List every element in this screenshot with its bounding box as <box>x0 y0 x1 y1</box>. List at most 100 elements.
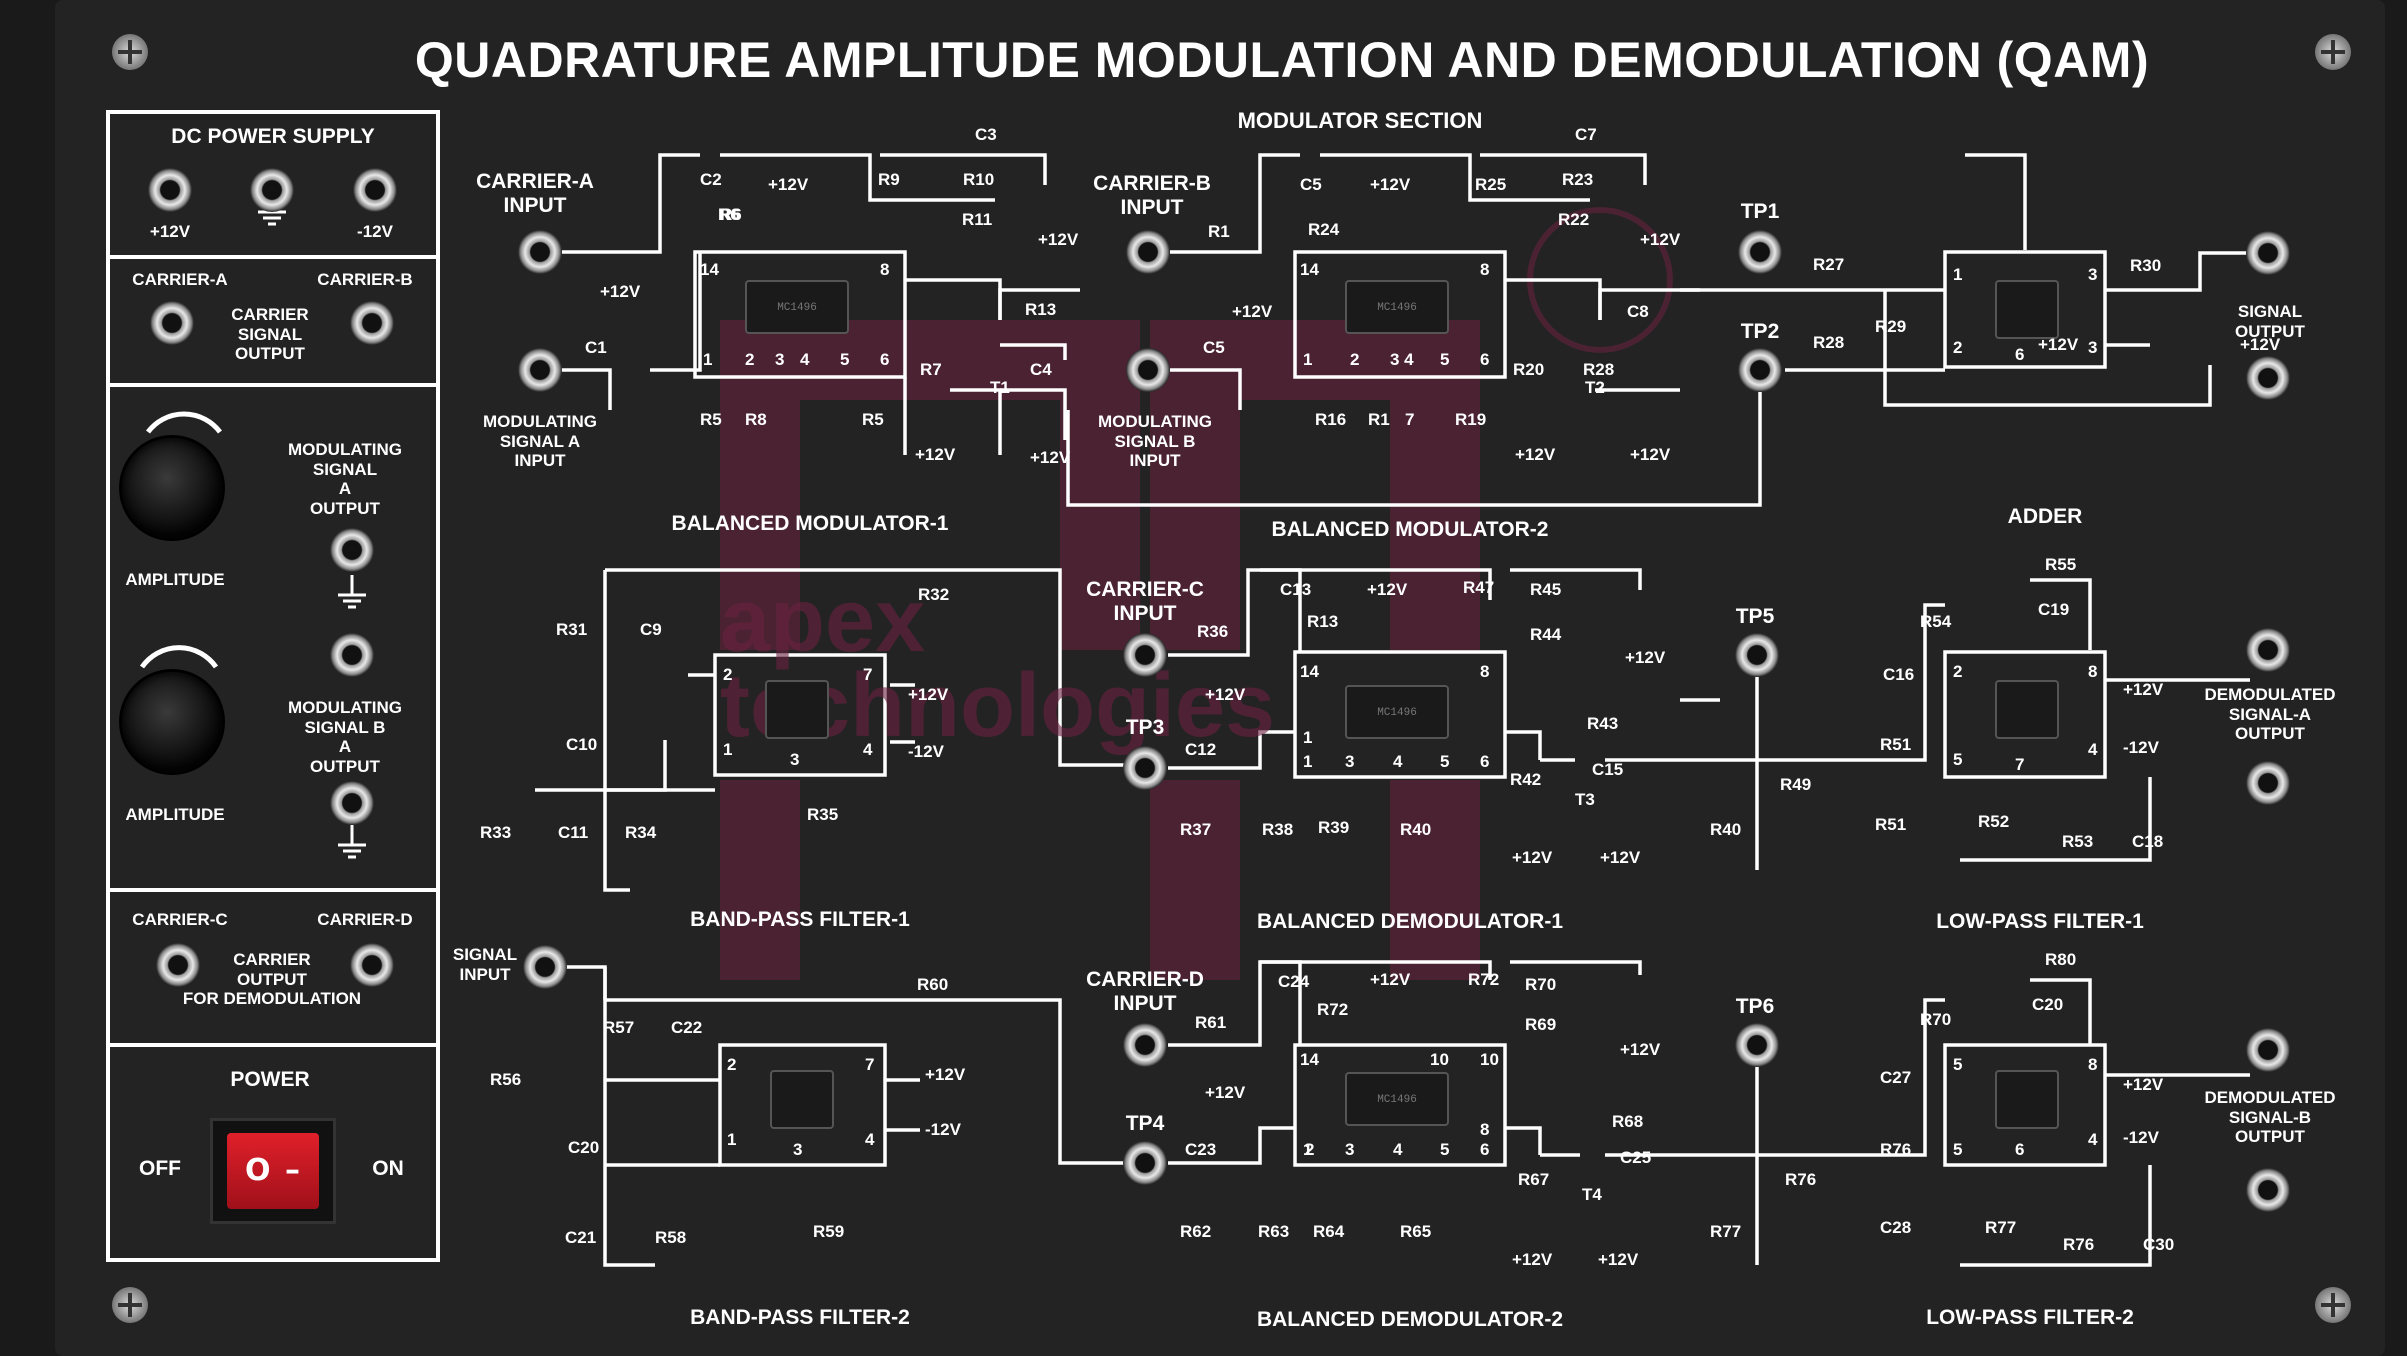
pin-number-bm1: 4 <box>800 350 810 369</box>
tp2-socket[interactable] <box>1738 348 1782 392</box>
carrier-d-input-socket[interactable] <box>1123 1023 1167 1067</box>
carrier-a-output-socket[interactable] <box>150 301 194 345</box>
circuit-trace <box>1260 960 1492 980</box>
modulating-b-output-label: MODULATING SIGNAL B A OUTPUT <box>288 698 402 776</box>
pin-number-lpf2: 6 <box>2015 1140 2025 1159</box>
demod-a-output-socket[interactable] <box>2246 628 2290 672</box>
power-switch[interactable]: O – <box>210 1118 336 1224</box>
power-rocker[interactable]: O – <box>227 1133 319 1209</box>
ic-bm2-marking: MC1496 <box>1377 302 1417 314</box>
carrier-b-input-socket[interactable] <box>1126 230 1170 274</box>
demod-b-output-socket[interactable] <box>2246 1028 2290 1072</box>
demod-b-ground-socket[interactable] <box>2246 1168 2290 1212</box>
circuit-trace <box>1505 730 1542 760</box>
component-label: C20 <box>568 1138 600 1157</box>
signal-input-socket[interactable] <box>523 945 567 989</box>
circuit-trace <box>1960 1165 2152 1267</box>
circuit-trace <box>1883 290 2212 407</box>
circuit-trace <box>540 368 612 410</box>
component-label: R77 <box>1710 1222 1742 1241</box>
circuit-trace <box>1000 388 1067 440</box>
power-title: POWER <box>230 1068 310 1091</box>
component-label: R20 <box>1513 360 1545 379</box>
power-on-symbol: – <box>285 1153 300 1188</box>
ground-socket[interactable] <box>250 168 294 212</box>
pin-number-bpf2: 2 <box>727 1055 737 1074</box>
component-label: R11 <box>962 210 993 229</box>
carrier-b-label: CARRIER-B <box>317 270 413 289</box>
component-label: R67 <box>1518 1170 1550 1189</box>
pin-number-bd1: 1 <box>1303 752 1313 771</box>
tp3-socket[interactable] <box>1123 746 1167 790</box>
component-label: R76 <box>1880 1140 1912 1159</box>
tp1-socket[interactable] <box>1738 230 1782 274</box>
component-label: R40 <box>1400 820 1432 839</box>
amplitude-b-label: AMPLITUDE <box>125 805 225 824</box>
pin-number-bd2: 10 <box>1480 1050 1499 1069</box>
ic-bd1: MC1496 <box>1345 685 1449 739</box>
component-label: +12V <box>2038 335 2079 354</box>
tp6-socket[interactable] <box>1735 1023 1779 1067</box>
carrier-demod-output-label: CARRIER OUTPUT FOR DEMODULATION <box>182 950 362 1009</box>
component-label: R43 <box>1587 714 1619 733</box>
component-label: R40 <box>1710 820 1742 839</box>
component-label: +12V <box>1205 685 1246 704</box>
component-label: R28 <box>1583 360 1615 379</box>
tp5-socket[interactable] <box>1735 633 1779 677</box>
carrier-b-output-socket[interactable] <box>350 301 394 345</box>
screw-icon <box>112 1287 148 1323</box>
signal-output-label: SIGNAL OUTPUT <box>2235 302 2305 341</box>
demod-a-ground-socket[interactable] <box>2246 761 2290 805</box>
band-pass-filter-2-label: BAND-PASS FILTER-2 <box>690 1306 910 1329</box>
component-label: C15 <box>1592 760 1624 779</box>
component-label: R5 <box>700 410 722 429</box>
pin-number-bm1: 6 <box>880 350 890 369</box>
modulating-b-input-socket[interactable] <box>1126 348 1170 392</box>
carrier-a-input-socket[interactable] <box>518 230 562 274</box>
component-label: +12V <box>2240 335 2281 354</box>
component-label: +12V <box>1598 1250 1639 1269</box>
modulating-b-output-socket[interactable] <box>330 781 374 825</box>
carrier-d-output-socket[interactable] <box>350 943 394 987</box>
signal-output-socket[interactable] <box>2246 231 2290 275</box>
pin-number-lpf1: 4 <box>2088 740 2098 759</box>
component-label: T4 <box>1582 1185 1602 1204</box>
component-label: +12V <box>1367 580 1408 599</box>
demod-a-output-label: DEMODULATED SIGNAL-A OUTPUT <box>2204 685 2336 744</box>
circuit-trace <box>1260 568 1492 600</box>
pin-number-bd1: 8 <box>1480 662 1490 681</box>
component-label: R34 <box>625 823 657 842</box>
pin-number-bd1: 5 <box>1440 752 1450 771</box>
amplitude-a-knob[interactable] <box>122 438 222 538</box>
pin-number-bm2: 6 <box>1480 350 1490 369</box>
signal-input-label: SIGNAL INPUT <box>452 945 518 984</box>
signal-output-ground-socket[interactable] <box>2246 356 2290 400</box>
circuit-trace <box>2105 251 2250 292</box>
modulating-a-input-socket[interactable] <box>518 348 562 392</box>
component-label: R35 <box>807 805 839 824</box>
pin-number-adder: 1 <box>1953 265 1963 284</box>
component-label: +12V <box>2123 680 2164 699</box>
carrier-c-output-socket[interactable] <box>156 943 200 987</box>
carrier-c-input-socket[interactable] <box>1123 633 1167 677</box>
component-label: -12V <box>2123 738 2159 757</box>
tp4-socket[interactable] <box>1123 1141 1167 1185</box>
component-label: R61 <box>1195 1013 1227 1032</box>
tp2-label: TP2 <box>1740 320 1780 343</box>
minus12v-socket[interactable] <box>353 168 397 212</box>
component-label: R58 <box>655 1228 687 1247</box>
component-label: R38 <box>1262 820 1294 839</box>
plus12v-label: +12V <box>149 222 191 241</box>
modulating-a-output-socket[interactable] <box>330 528 374 572</box>
modulating-b-aux-socket[interactable] <box>330 633 374 677</box>
circuit-trace <box>1168 568 1302 657</box>
pin-number-bd2: 6 <box>1480 1140 1490 1159</box>
pin-number-lpf1: 7 <box>2015 755 2025 774</box>
component-label: +12V <box>2123 1075 2164 1094</box>
plus12v-socket[interactable] <box>148 168 192 212</box>
component-label: R13 <box>1307 612 1339 631</box>
component-label: T2 <box>1585 378 1605 397</box>
carrier-signal-output-label: CARRIER SIGNAL OUTPUT <box>231 305 309 364</box>
component-label: -12V <box>908 742 944 761</box>
amplitude-b-knob[interactable] <box>122 672 222 772</box>
